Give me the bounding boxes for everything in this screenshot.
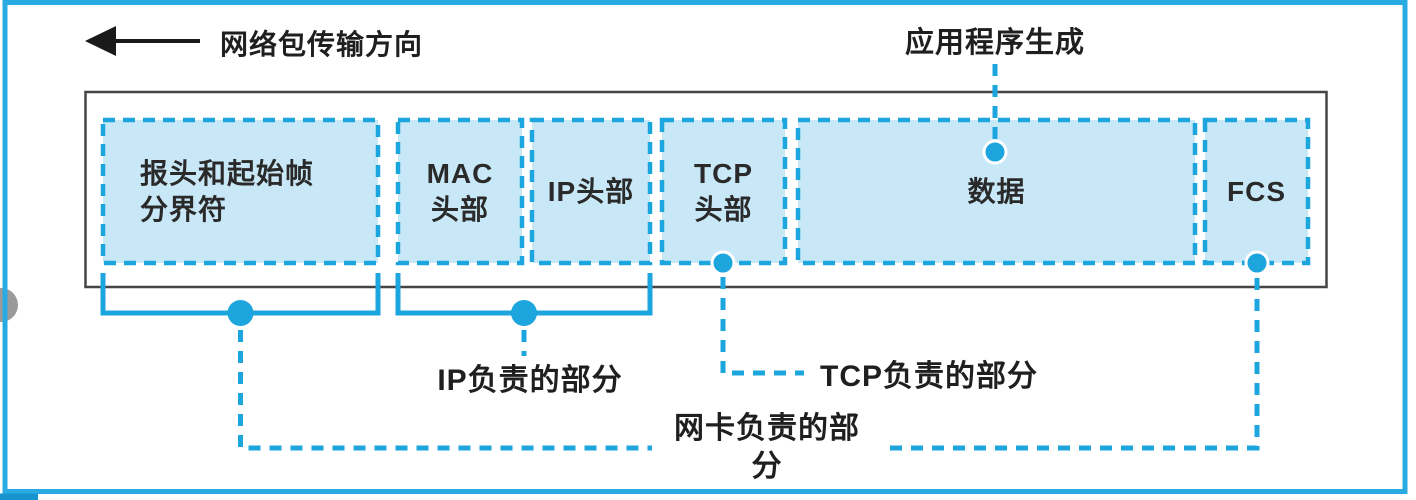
tcp-dot [710, 250, 736, 276]
field-box-ip-header [529, 117, 653, 266]
direction-label: 网络包传输方向 [220, 29, 424, 60]
tcp-connector-line [720, 277, 804, 376]
field-label-ip-header: IP头部 [547, 175, 635, 207]
ip-bracket-dot [511, 300, 537, 326]
field-label-fcs: FCS [1227, 175, 1286, 207]
field-box-mac-header [395, 117, 525, 266]
field-label-tcp-header: TCP 头部 [694, 157, 753, 225]
field-box-preamble [100, 117, 381, 266]
tcp-part-label: TCP负责的部分 [820, 360, 1038, 393]
direction-arrow-icon [85, 26, 200, 56]
field-label-preamble: 报头和起始帧 分界符 [140, 157, 315, 225]
fcs-dot [1244, 250, 1270, 276]
app-generated-label: 应用程序生成 [904, 27, 1085, 60]
nic-part-label: 网卡负责的部分 [674, 411, 860, 483]
nic-connector-line-right [890, 277, 1260, 451]
field-label-mac-header: MAC 头部 [426, 157, 494, 225]
ip-part-label: IP负责的部分 [437, 363, 623, 397]
field-box-tcp-header [659, 117, 788, 266]
field-label-data: 数据 [967, 175, 1026, 207]
data-origin-dot [982, 139, 1008, 165]
page-edge-tab [0, 493, 38, 500]
field-box-fcs [1202, 117, 1311, 266]
preamble-bracket-dot [227, 300, 254, 326]
